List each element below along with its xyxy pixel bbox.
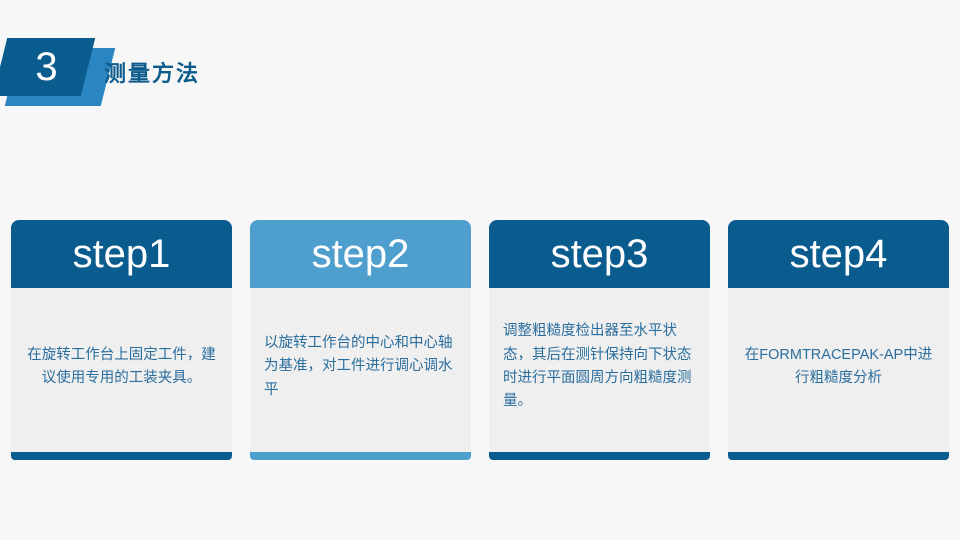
step-card-2-body: 以旋转工作台的中心和中心轴为基准，对工件进行调心调水平 xyxy=(250,288,471,452)
step-card-4-body: 在FORMTRACEPAK-AP中进行粗糙度分析 xyxy=(728,288,949,452)
section-number-badge: 3 xyxy=(0,30,230,110)
badge-number-label: 3 xyxy=(35,45,59,89)
step-card-3-body: 调整粗糙度检出器至水平状态，其后在测针保持向下状态时进行平面圆周方向粗糙度测量。 xyxy=(489,288,710,452)
step-card-1-body: 在旋转工作台上固定工件，建议使用专用的工装夹具。 xyxy=(11,288,232,452)
step-card-3-header: step3 xyxy=(489,220,710,288)
step-card-4-footer-bar xyxy=(728,452,949,460)
step-card-1-header: step1 xyxy=(11,220,232,288)
step-card-1-text: 在旋转工作台上固定工件，建议使用专用的工装夹具。 xyxy=(27,346,216,386)
step-card-1-footer-bar xyxy=(11,452,232,460)
step-card-3-text: 调整粗糙度检出器至水平状态，其后在测针保持向下状态时进行平面圆周方向粗糙度测量。 xyxy=(503,323,692,410)
step-card-2-text: 以旋转工作台的中心和中心轴为基准，对工件进行调心调水平 xyxy=(264,334,453,398)
step-card-3-footer-bar xyxy=(489,452,710,460)
step-card-3[interactable]: step3 调整粗糙度检出器至水平状态，其后在测针保持向下状态时进行平面圆周方向… xyxy=(489,220,710,460)
step-card-4[interactable]: step4 在FORMTRACEPAK-AP中进行粗糙度分析 xyxy=(728,220,949,460)
step-card-2-header: step2 xyxy=(250,220,471,288)
slide-header: 3 测量方法 xyxy=(0,30,960,110)
step-card-4-text: 在FORMTRACEPAK-AP中进行粗糙度分析 xyxy=(744,346,933,386)
page-title: 测量方法 xyxy=(104,61,201,86)
step-card-2-footer-bar xyxy=(250,452,471,460)
step-card-4-header: step4 xyxy=(728,220,949,288)
step-card-1[interactable]: step1 在旋转工作台上固定工件，建议使用专用的工装夹具。 xyxy=(11,220,232,460)
step-card-list: step1 在旋转工作台上固定工件，建议使用专用的工装夹具。 step2 以旋转… xyxy=(11,220,949,460)
step-card-2[interactable]: step2 以旋转工作台的中心和中心轴为基准，对工件进行调心调水平 xyxy=(250,220,471,460)
